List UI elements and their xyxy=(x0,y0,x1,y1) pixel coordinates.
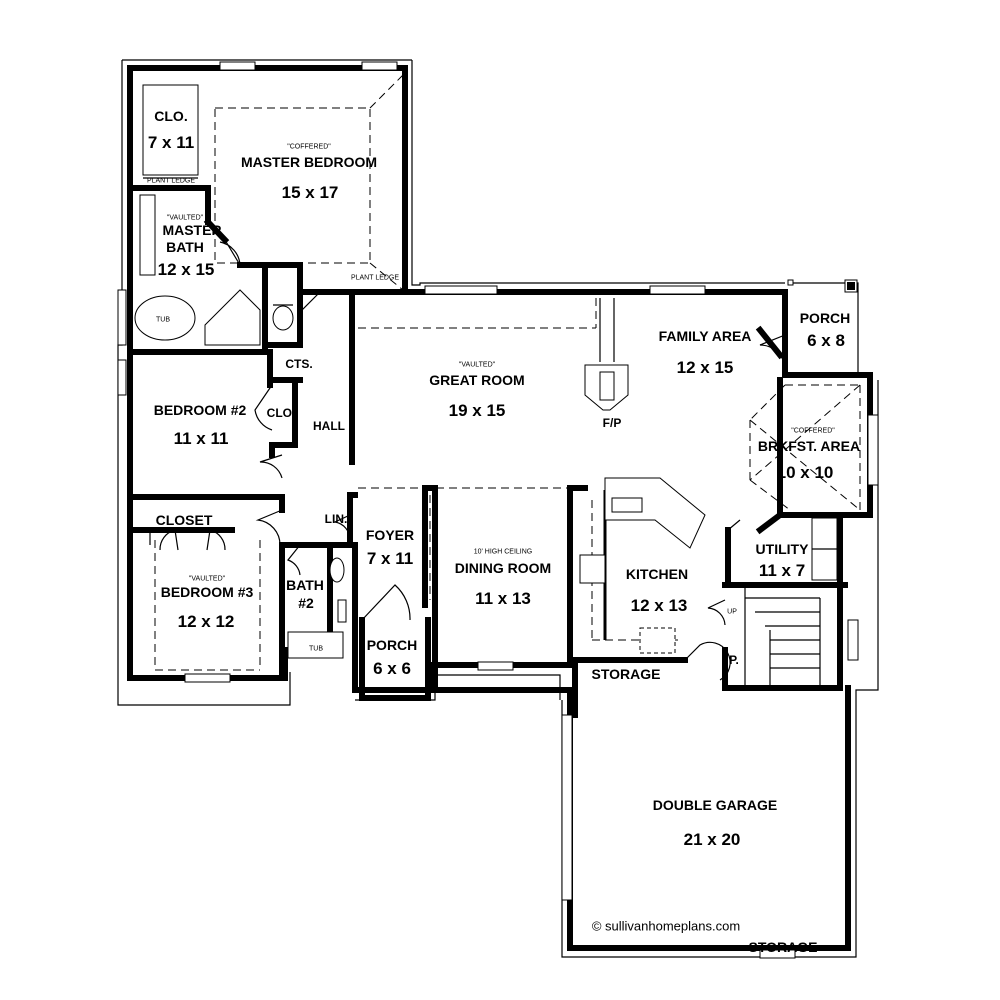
brkfst-name: BRKFST. AREA xyxy=(757,438,861,454)
master-tub-label: TUB xyxy=(156,316,170,324)
bedroom3-note: "VAULTED" xyxy=(188,575,226,583)
linen-label: LIN. xyxy=(324,512,348,526)
master-bath-name-line1: MASTER xyxy=(162,222,222,238)
master-bedroom-dim: 15 x 17 xyxy=(281,183,339,202)
dining-note: 10' HIGH CEILING xyxy=(473,548,533,556)
fixtures xyxy=(134,84,838,688)
copyright-credit: © sullivanhomeplans.com xyxy=(591,918,741,934)
master-bath-note: "VAULTED" xyxy=(166,214,204,222)
bath2-tub-label: TUB xyxy=(309,645,323,653)
clo-dim: 7 x 11 xyxy=(147,133,195,152)
great-room-dim: 19 x 15 xyxy=(448,401,506,420)
garage-dim: 21 x 20 xyxy=(683,830,741,849)
clo-name: CLO. xyxy=(154,108,188,124)
foyer-name: FOYER xyxy=(365,527,415,543)
cts-label: CTS. xyxy=(285,357,313,371)
walls xyxy=(127,65,873,951)
brkfst-dim: 10 x 10 xyxy=(776,463,834,482)
brkfst-note: "COFFERED" xyxy=(791,427,835,435)
door-swings xyxy=(159,239,786,681)
dining-dim: 11 x 13 xyxy=(475,589,531,608)
dining-name: DINING ROOM xyxy=(454,560,552,576)
closet-label: CLOSET xyxy=(155,512,213,528)
bath2-name-line2: #2 xyxy=(298,595,314,611)
hall-label: HALL xyxy=(313,419,345,433)
porch-front-name: PORCH xyxy=(366,637,418,653)
bath2-name-line1: BATH xyxy=(286,577,324,593)
kitchen-name: KITCHEN xyxy=(625,566,689,582)
clo2-label: CLO. xyxy=(266,406,296,420)
family-area-name: FAMILY AREA xyxy=(658,328,752,344)
master-bath-name-line2: BATH xyxy=(166,239,204,255)
pantry-label: P. xyxy=(729,653,739,667)
porch-rear-dim: 6 x 8 xyxy=(807,331,845,350)
master-bedroom-name: MASTER BEDROOM xyxy=(240,154,378,170)
bedroom2-dim: 11 x 11 xyxy=(173,429,229,448)
garage-name: DOUBLE GARAGE xyxy=(652,797,778,813)
kitchen-dim: 12 x 13 xyxy=(630,596,688,615)
utility-dim: 11 x 7 xyxy=(758,561,806,580)
great-room-name: GREAT ROOM xyxy=(429,372,525,388)
porch-front-dim: 6 x 6 xyxy=(373,659,411,678)
plant-ledge-label: PLANT LEDGE xyxy=(350,274,400,282)
utility-name: UTILITY xyxy=(755,541,809,557)
stairs-up-label: UP xyxy=(727,608,737,616)
bedroom3-dim: 12 x 12 xyxy=(177,612,235,631)
porch-rear-name: PORCH xyxy=(799,310,851,326)
master-bedroom-note: "COFFERED" xyxy=(287,143,331,151)
plant-ledge-small-label: PLANT LEDGE xyxy=(146,177,196,185)
stairs xyxy=(744,585,821,688)
master-bath-dim: 12 x 15 xyxy=(157,260,215,279)
windows xyxy=(117,61,879,959)
family-area-dim: 12 x 15 xyxy=(676,358,734,377)
great-room-note: "VAULTED" xyxy=(458,361,496,369)
fireplace-label: F/P xyxy=(602,416,622,430)
storage-kitchen-label: STORAGE xyxy=(591,666,661,682)
storage-garage-label: STORAGE xyxy=(748,939,818,955)
foyer-dim: 7 x 11 xyxy=(366,549,414,568)
thin-frames xyxy=(355,282,879,958)
bedroom2-name: BEDROOM #2 xyxy=(153,402,247,418)
bedroom3-name: BEDROOM #3 xyxy=(160,584,254,600)
